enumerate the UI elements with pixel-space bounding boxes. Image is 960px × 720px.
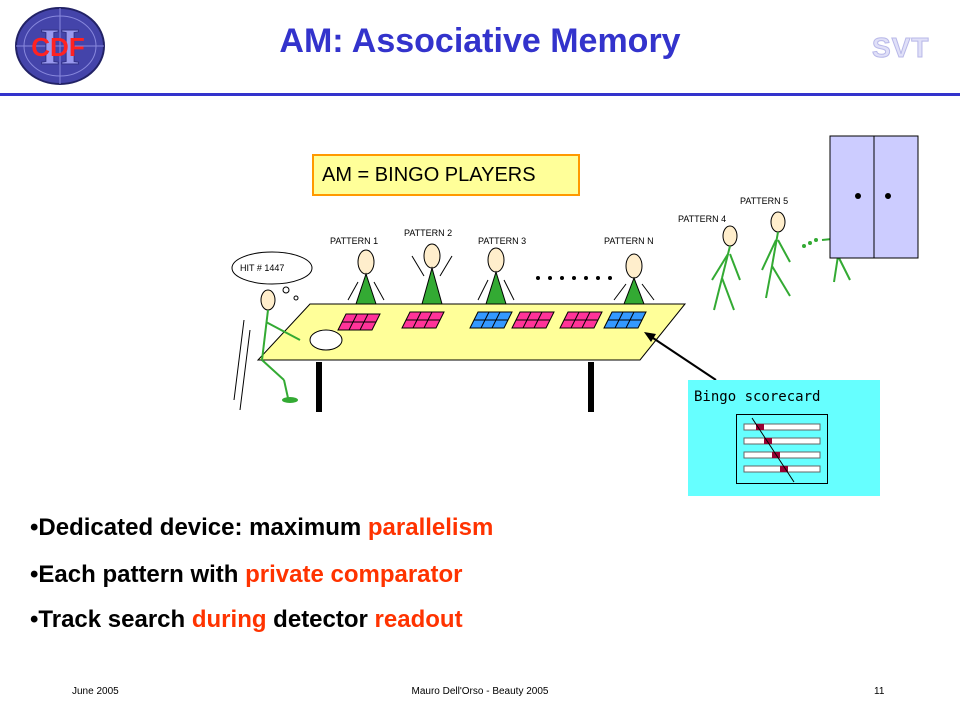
svt-watermark: SVT (871, 32, 930, 64)
bullet-parallelism: •Dedicated device: maximum parallelism (30, 514, 494, 541)
player (347, 249, 385, 305)
pattern-1-label: PATTERN 1 (330, 236, 379, 246)
walking-player (761, 211, 791, 299)
hit-label: HIT # 1447 (240, 263, 285, 273)
footer-date: June 2005 (72, 686, 119, 697)
pattern-5-label: PATTERN 5 (740, 196, 789, 206)
caller-figure (233, 289, 301, 411)
scorecard (603, 311, 647, 329)
bingo-scorecard-label: Bingo scorecard (694, 389, 821, 405)
footer-author: Mauro Dell'Orso - Beauty 2005 (411, 686, 549, 697)
title-rule (0, 93, 960, 96)
scorecard (469, 311, 513, 329)
page-number: 11 (874, 686, 885, 697)
scorecard (559, 311, 603, 329)
scorecard (401, 311, 445, 329)
player (613, 253, 655, 305)
page-title: AM: Associative Memory (279, 22, 681, 60)
bingo-diagram (231, 135, 919, 412)
logo-numeral: II (40, 19, 80, 76)
table-leg (316, 362, 322, 412)
player (477, 247, 515, 305)
logo-text: CDF (31, 32, 84, 62)
am-bingo-box: AM = BINGO PLAYERS (312, 154, 580, 196)
walking-player (711, 225, 741, 311)
scorecard-grid (736, 414, 828, 484)
player (411, 243, 453, 305)
pattern-4-label: PATTERN 4 (678, 214, 727, 224)
bullet-track-search: •Track search during detector readout (30, 606, 463, 633)
cdf-logo: II CDF (15, 7, 105, 85)
ball-bag (309, 329, 343, 351)
speech-bubble (231, 251, 313, 285)
pattern-3-label: PATTERN 3 (478, 236, 527, 246)
bullet-comparator: •Each pattern with private comparator (30, 561, 463, 588)
scorecard (511, 311, 555, 329)
pattern-2-label: PATTERN 2 (404, 228, 453, 238)
pointer-arrow (649, 335, 717, 381)
table-leg (588, 362, 594, 412)
ellipsis-dots (536, 276, 612, 280)
hand-dots (802, 238, 818, 248)
scorecard (337, 313, 381, 331)
pattern-n-label: PATTERN N (604, 236, 654, 246)
